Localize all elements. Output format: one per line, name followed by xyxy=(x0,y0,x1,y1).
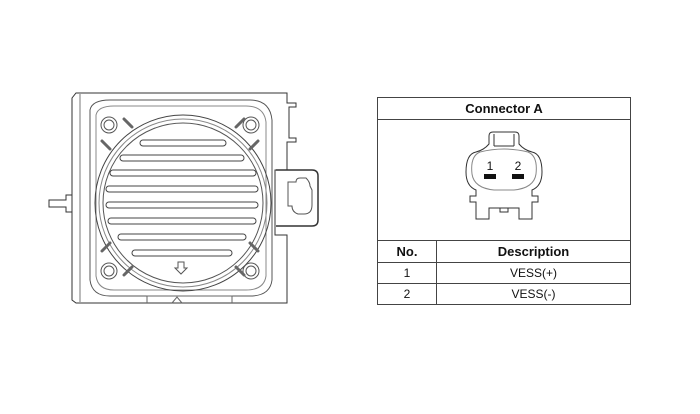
pin-label-2: 2 xyxy=(515,159,522,173)
pin-number: 2 xyxy=(377,283,437,305)
pin-label-1: 1 xyxy=(487,159,494,173)
pin-number: 1 xyxy=(377,262,437,284)
connector-face-cell: 1 2 xyxy=(377,119,631,241)
pin-description: VESS(-) xyxy=(436,283,631,305)
pin-description: VESS(+) xyxy=(436,262,631,284)
table-row: 1 VESS(+) xyxy=(377,262,631,284)
column-header-description: Description xyxy=(436,240,631,263)
mounting-screws xyxy=(100,116,260,280)
down-arrow-icon xyxy=(173,261,189,275)
column-header-no: No. xyxy=(377,240,437,263)
connector-table: Connector A 1 2 No. Description 1 VESS(+… xyxy=(377,97,631,305)
table-row: 2 VESS(-) xyxy=(377,283,631,305)
side-connector xyxy=(276,169,319,227)
connector-title: Connector A xyxy=(377,97,631,120)
grille-slats xyxy=(105,139,259,257)
connector-face-drawing: 1 2 xyxy=(465,131,543,219)
